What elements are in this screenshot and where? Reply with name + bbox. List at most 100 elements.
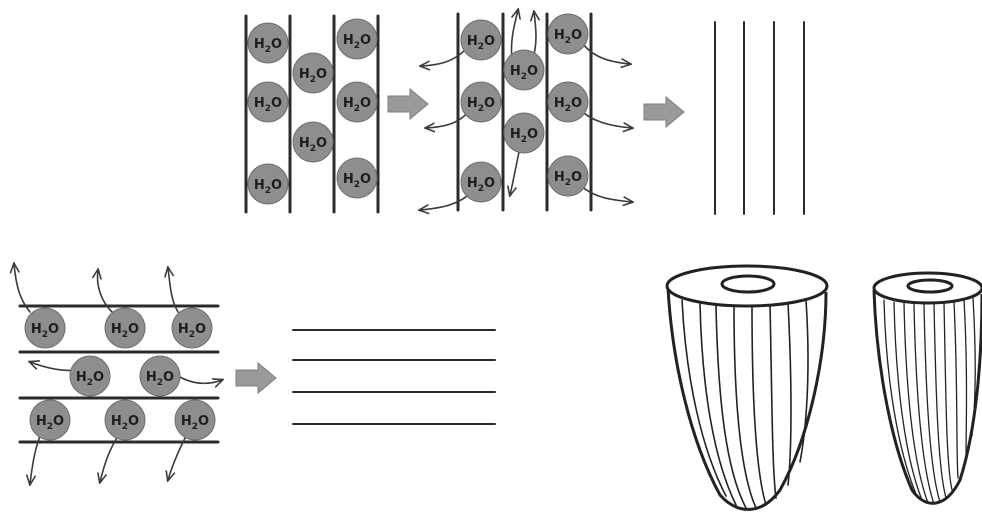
escape-arrow xyxy=(168,268,179,313)
horizontal-drying-fibers xyxy=(18,304,220,444)
molecule-circle xyxy=(292,52,334,94)
molecule-label: H2O xyxy=(111,414,139,432)
water-molecule: H2O xyxy=(547,81,589,123)
water-molecules: H2O H2O H2O H2O H2O H2O H2O H2O H2O H2O H2O H2O H2O H… xyxy=(24,13,589,441)
water-molecule: H2O xyxy=(104,307,146,349)
process-arrow-icon xyxy=(235,361,277,395)
escape-arrow xyxy=(510,147,521,195)
cone-inner-ring xyxy=(720,274,776,294)
cone-body xyxy=(666,287,828,511)
molecule-label: H2O xyxy=(467,34,495,52)
process-arrow-2 xyxy=(643,95,685,129)
water-molecule: H2O xyxy=(171,307,213,349)
water-molecule: H2O xyxy=(503,112,545,154)
molecule-label: H2O xyxy=(299,136,327,154)
molecule-circle xyxy=(460,19,502,61)
molecule-label: H2O xyxy=(36,414,64,432)
water-molecule: H2O xyxy=(336,18,378,60)
molecule-label: H2O xyxy=(554,96,582,114)
molecule-label: H2O xyxy=(343,172,371,190)
molecule-circle xyxy=(460,161,502,203)
water-molecule: H2O xyxy=(69,355,111,397)
cone-grain xyxy=(883,297,976,505)
molecule-circle xyxy=(69,355,111,397)
process-arrow-3 xyxy=(235,361,277,395)
escape-arrow xyxy=(579,184,632,202)
molecule-label: H2O xyxy=(343,33,371,51)
molecule-label: H2O xyxy=(467,176,495,194)
water-molecule: H2O xyxy=(247,22,289,64)
molecule-circle xyxy=(503,49,545,91)
molecule-label: H2O xyxy=(554,170,582,188)
molecule-label: H2O xyxy=(111,322,139,340)
cone-grain xyxy=(681,299,809,509)
water-molecule: H2O xyxy=(247,81,289,123)
molecule-label: H2O xyxy=(299,67,327,85)
molecule-label: H2O xyxy=(146,370,174,388)
stage-3-dry-fibers xyxy=(714,21,805,215)
water-molecule: H2O xyxy=(460,81,502,123)
escape-arrow xyxy=(168,435,187,480)
molecule-circle xyxy=(104,307,146,349)
molecule-circle xyxy=(174,399,216,441)
stage-1-wet-fibers xyxy=(244,14,380,214)
escape-arrow xyxy=(177,375,222,383)
water-molecule: H2O xyxy=(336,81,378,123)
wood-cone-small xyxy=(872,271,982,505)
molecule-label: H2O xyxy=(31,322,59,340)
water-molecule: H2O xyxy=(292,121,334,163)
water-molecule: H2O xyxy=(247,163,289,205)
molecule-label: H2O xyxy=(254,96,282,114)
molecule-label: H2O xyxy=(467,96,495,114)
horizontal-escape-arrows xyxy=(14,264,222,484)
molecule-label: H2O xyxy=(554,28,582,46)
wood-cone-large xyxy=(665,264,829,511)
molecule-circle xyxy=(247,22,289,64)
water-molecule: H2O xyxy=(547,13,589,55)
escape-arrow xyxy=(426,109,471,128)
molecule-circle xyxy=(460,81,502,123)
molecule-circle xyxy=(171,307,213,349)
molecule-label: H2O xyxy=(510,64,538,82)
horizontal-dry-fibers xyxy=(292,329,496,425)
molecule-circle xyxy=(547,13,589,55)
water-molecule: H2O xyxy=(547,155,589,197)
escape-arrow xyxy=(100,435,119,482)
molecule-circle xyxy=(247,81,289,123)
molecule-label: H2O xyxy=(254,37,282,55)
cone-inner-ring xyxy=(906,278,954,294)
molecule-circle xyxy=(336,81,378,123)
water-molecule: H2O xyxy=(460,161,502,203)
water-molecule: H2O xyxy=(24,307,66,349)
process-arrow-icon xyxy=(387,87,429,121)
escape-arrow xyxy=(579,39,630,64)
molecule-label: H2O xyxy=(254,178,282,196)
molecule-label: H2O xyxy=(510,127,538,145)
molecule-circle xyxy=(547,81,589,123)
molecule-circle xyxy=(292,121,334,163)
stage-2-escape-arrows xyxy=(420,10,632,210)
molecule-circle xyxy=(24,307,66,349)
water-molecule: H2O xyxy=(174,399,216,441)
water-molecule: H2O xyxy=(503,49,545,91)
molecule-circle xyxy=(247,163,289,205)
water-molecule: H2O xyxy=(292,52,334,94)
escape-arrow xyxy=(30,435,41,484)
molecule-label: H2O xyxy=(76,370,104,388)
molecule-circle xyxy=(503,112,545,154)
escape-arrow xyxy=(98,270,113,313)
molecule-label: H2O xyxy=(178,322,206,340)
process-arrow-1 xyxy=(387,87,429,121)
stage-2-drying-fibers xyxy=(456,12,593,212)
water-molecule: H2O xyxy=(104,399,146,441)
escape-arrow xyxy=(14,264,31,313)
water-molecule: H2O xyxy=(460,19,502,61)
escape-arrow xyxy=(420,191,473,210)
water-molecule: H2O xyxy=(139,355,181,397)
water-molecule: H2O xyxy=(336,157,378,199)
molecule-circle xyxy=(336,18,378,60)
molecule-circle xyxy=(547,155,589,197)
molecule-circle xyxy=(104,399,146,441)
